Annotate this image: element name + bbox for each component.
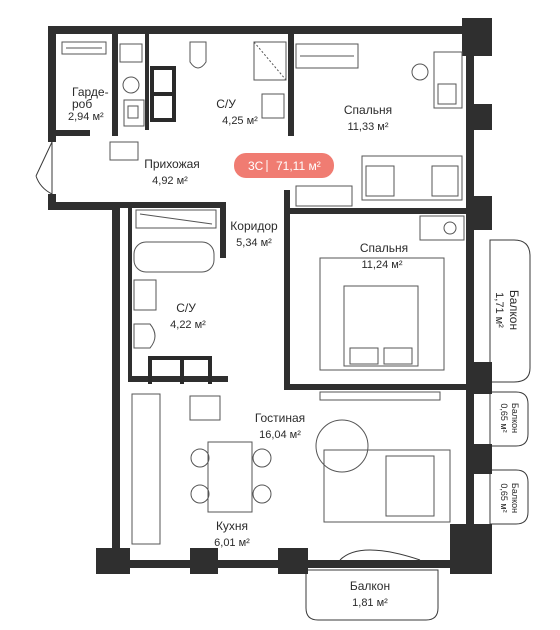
bedroom-mid-furniture: [319, 215, 465, 401]
balcony-small-1[interactable]: [489, 391, 529, 447]
apartment-badge: 3С 71,11 м²: [234, 153, 334, 178]
badge-background: [234, 153, 334, 178]
apartment-type: 3С: [248, 159, 264, 173]
bathroom-top-area: 4,25 м²: [222, 115, 258, 127]
living-kitchen-furniture: [131, 393, 451, 561]
inner-walls: [56, 34, 466, 390]
balcony-small-1-name: Балкон: [510, 403, 520, 433]
room-wardrobe[interactable]: Гарде- роб 2,94 м²: [68, 85, 109, 123]
hall-area: 4,92 м²: [152, 175, 188, 187]
balcony-bottom-name: Балкон: [350, 579, 390, 593]
hall-name: Прихожая: [144, 157, 200, 171]
balcony-bottom[interactable]: [305, 569, 439, 621]
sofa-hall: [109, 141, 463, 207]
balcony-bottom-label: Балкон 1,81 м²: [350, 579, 390, 609]
bedroom-top-area: 11,33 м²: [348, 121, 389, 133]
room-bathroom-top[interactable]: С/У 4,25 м²: [216, 97, 258, 127]
kitchen-name: Кухня: [216, 519, 248, 533]
balcony-bottom-area: 1,81 м²: [352, 597, 388, 609]
bathroom-mid-name: С/У: [176, 301, 196, 315]
bathroom-mid-area: 4,22 м²: [170, 319, 206, 331]
room-bathroom-mid[interactable]: С/У 4,22 м²: [170, 301, 206, 331]
balcony-small-1-label: Балкон 0,65 м²: [499, 403, 520, 433]
bedroom-top-name: Спальня: [344, 103, 392, 117]
room-living[interactable]: Гостиная 16,04 м²: [255, 411, 305, 441]
room-corridor[interactable]: Коридор 5,34 м²: [230, 219, 278, 249]
balcony-small-2-label: Балкон 0,65 м²: [499, 483, 520, 513]
balcony-right-area: 1,71 м²: [493, 292, 505, 328]
wardrobe-area: 2,94 м²: [68, 111, 104, 123]
bathroom-mid-fixtures: [133, 241, 215, 384]
balcony-right-name: Балкон: [507, 290, 521, 330]
balcony-right[interactable]: [489, 239, 531, 383]
bathroom-top-fixtures: [150, 41, 287, 122]
apartment-total-area: 71,11 м²: [276, 159, 321, 173]
wardrobe-name-1: Гарде-: [72, 85, 109, 99]
room-hall[interactable]: Прихожая 4,92 м²: [144, 157, 200, 187]
wardrobe-name-2: роб: [72, 97, 92, 111]
kitchen-area: 6,01 м²: [214, 537, 250, 549]
balcony-small-2[interactable]: [489, 469, 529, 525]
room-bedroom-top[interactable]: Спальня 11,33 м²: [344, 103, 392, 133]
bedroom-top-furniture: [295, 43, 463, 109]
corridor-area: 5,34 м²: [236, 237, 272, 249]
bedroom-mid-area: 11,24 м²: [362, 259, 403, 271]
wardrobe-shelves: [61, 41, 145, 127]
living-area: 16,04 м²: [259, 429, 301, 441]
outer-walls: [48, 18, 492, 574]
corridor-cabinet: [135, 209, 217, 229]
balcony-small-1-area: 0,65 м²: [499, 403, 509, 432]
balcony-small-2-area: 0,65 м²: [499, 483, 509, 512]
entrance-door[interactable]: [35, 141, 53, 195]
living-name: Гостиная: [255, 411, 305, 425]
corridor-name: Коридор: [230, 219, 278, 233]
bedroom-mid-name: Спальня: [360, 241, 408, 255]
room-kitchen[interactable]: Кухня 6,01 м²: [214, 519, 250, 549]
bathroom-top-name: С/У: [216, 97, 236, 111]
room-bedroom-mid[interactable]: Спальня 11,24 м²: [360, 241, 408, 271]
balcony-right-label: Балкон 1,71 м²: [493, 290, 521, 330]
balcony-small-2-name: Балкон: [510, 483, 520, 513]
